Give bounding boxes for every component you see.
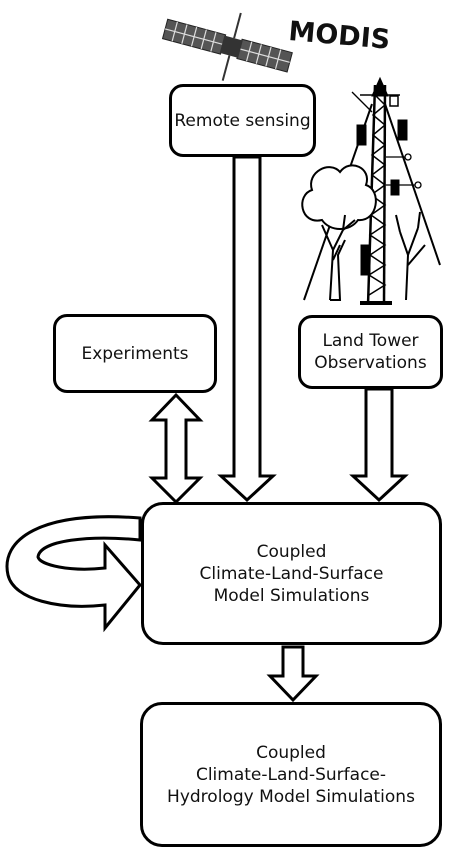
remote-sensing-label: Remote sensing: [174, 110, 311, 131]
clm-line-3: Model Simulations: [213, 585, 370, 606]
clhm-simulations-box: Coupled Climate-Land-Surface- Hydrology …: [140, 702, 442, 847]
clhm-line-2: Climate-Land-Surface-: [195, 764, 387, 785]
arrow-clm-to-clhm: [266, 645, 320, 703]
satellite-icon: [161, 12, 293, 81]
clm-simulations-text: Coupled Climate-Land-Surface Model Simul…: [200, 541, 384, 607]
experiments-box: Experiments: [53, 314, 217, 393]
clm-line-1: Coupled: [256, 541, 327, 562]
experiments-label: Experiments: [81, 343, 189, 364]
arrow-experiments-clm: [148, 392, 204, 505]
land-tower-line-1: Land Tower: [322, 331, 419, 351]
clm-line-2: Climate-Land-Surface: [199, 563, 384, 584]
feedback-loop-arrow: [5, 515, 142, 633]
remote-sensing-box: Remote sensing: [169, 84, 316, 157]
clhm-line-3: Hydrology Model Simulations: [167, 786, 415, 807]
land-tower-box: Land Tower Observations: [298, 315, 443, 389]
arrow-remote-to-clm: [217, 155, 277, 503]
tree-icon: [301, 164, 426, 301]
clhm-line-1: Coupled: [256, 742, 326, 763]
land-tower-line-2: Observations: [314, 353, 427, 373]
clm-simulations-box: Coupled Climate-Land-Surface Model Simul…: [141, 502, 442, 645]
land-tower-text: Land Tower Observations: [314, 330, 426, 374]
arrow-tower-to-clm: [349, 387, 409, 503]
clhm-simulations-text: Coupled Climate-Land-Surface- Hydrology …: [167, 742, 415, 808]
